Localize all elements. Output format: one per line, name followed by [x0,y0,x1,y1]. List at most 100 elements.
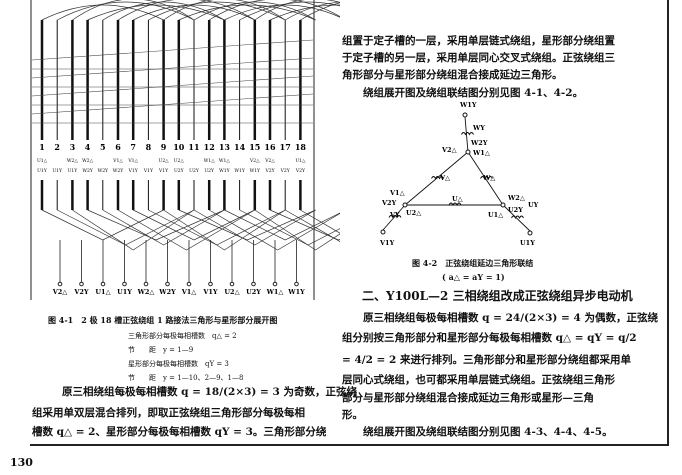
connection-wire [31,57,314,79]
right-paragraph-line: 组分别按三角形部分和星形部分每极每相槽数 q△ = qY = q/2 [342,332,637,344]
coil-end-bottom [102,209,225,246]
star-label: W1Y [219,168,230,174]
terminal-circle [294,281,299,287]
coil-end-top [148,1,286,21]
delta-v-branch [404,151,469,206]
label-w2y: W2Y [470,139,488,147]
label-vd: V△ [439,174,450,182]
slot-number: 16 [264,142,276,152]
coil-end-top [72,0,195,21]
slot-number: 4 [85,142,91,152]
star-w-branch-coil-icon [461,132,474,136]
section-heading: 二、Y100L—2 三相绕组改成正弦绕组异步电动机 [362,289,633,303]
slot-number: 9 [161,142,167,152]
delta-w-branch [467,151,504,206]
terminal-label: U1Y [117,288,132,296]
star-u-branch-coil-icon [511,215,524,220]
left-paragraph-line: 组采用单双层混合排列，即取正弦绕组三角形部分每极每相 [32,407,305,419]
label-u1y: U1Y [520,239,535,247]
slot-number: 8 [146,142,152,152]
star-label: V2Y [295,168,306,174]
label-uy: UY [528,201,539,209]
terminal-circle [79,281,84,287]
delta-label: V1△ [127,158,138,164]
star-v-branch [382,204,406,231]
slot-number: 7 [130,142,136,152]
terminal-circle [380,229,386,235]
connection-wire [31,93,314,115]
coil-end-top [224,4,340,21]
coil-end-top [41,4,164,21]
star-label: U1Y [37,168,48,174]
coil-end-bottom [254,209,340,251]
terminal-label: U2△ [224,288,239,296]
connection-wire [31,39,314,61]
slot-number: 14 [234,142,246,152]
star-label: W2Y [98,168,109,174]
terminal-label: W1△ [266,288,284,296]
figure-4-2-subcaption: ( a△ = aY = 1) [442,272,505,282]
right-paragraph-line: 绕组展开图及绕组联结图分别见图 4-1、4-2。 [342,87,584,99]
coil-end-top [163,0,286,21]
label-wd: W△ [482,174,495,182]
coil-end-bottom [193,209,316,246]
coil-end-top [133,4,255,21]
star-label: W2Y [82,168,93,174]
coil-end-top [300,2,340,21]
right-paragraph-line: 绕组展开图及绕组联结图分别见图 4-3、4-4、4-5。 [342,426,613,438]
delta-label: U1△ [37,158,48,164]
terminal-circle [272,281,278,287]
slot-number: 1 [39,142,45,152]
coil-end-top [269,4,340,21]
figure-4-1-caption: 图 4-1 2 极 18 槽正弦绕组 1 路接法三角形与星形部分展开图 [48,315,278,325]
slot-number: 15 [249,142,260,152]
star-u-branch [502,204,531,232]
coil-end-top [178,4,316,21]
winding-development-diagram: 1U1△U1Y2U1Y3W2△U1Y4W2△W2Y5W2Y6V1△W2Y7V1△… [30,0,340,300]
left-paragraph-line: 槽数 q△ = 2、星形部分每极每相槽数 qY = 3。三角形部分绕 [32,426,327,438]
terminal-circle [122,281,127,287]
terminal-circle [251,281,256,287]
slot-number: 2 [54,142,60,152]
terminal-label: V1△ [181,288,197,296]
slot-number: 12 [204,142,215,152]
coil-end-bottom [269,209,340,241]
label-u1d: U1△ [488,211,503,219]
label-vy: VY [389,211,400,219]
star-label: V1Y [143,168,154,174]
star-label: U1Y [52,168,63,174]
label-wy: WY [472,124,485,132]
page-number: 130 [10,456,33,469]
star-label: V1Y [128,168,139,174]
terminal-circle [500,202,506,208]
star-label: V2Y [264,168,275,174]
right-paragraph-line: 部分与星形部分绕组混合接成延边三角形或星形—三角 [342,392,594,404]
label-v1y: V1Y [380,239,395,247]
delta-label: W2△ [67,158,78,164]
delta-label: W1△ [204,158,215,164]
terminal-label: W2△ [137,288,155,296]
coil-end-top [57,1,195,21]
right-paragraph-line: 于定子槽的另一层，采用单层同心交叉式绕组。正弦绕组三 [342,52,615,64]
label-v1d: V1△ [389,189,405,197]
slot-number: 10 [173,142,185,152]
star-label: V1Y [158,168,169,174]
right-paragraph-line: = 4/2 = 2 来进行排列。三角形部分和星形部分绕组都采用单 [342,354,631,366]
slot-number: 11 [188,142,199,152]
delta-label: U1△ [295,158,306,164]
coil-end-top [193,1,316,21]
terminal-circle [208,281,213,287]
coil-end-top [254,0,340,21]
connection-wire [31,75,314,97]
right-paragraph-line: 组置于定子槽的一层，采用单层链式绕组，星形部分绕组置 [342,35,615,47]
delta-w-branch-coil-icon [480,176,493,180]
terminal-label: V2△ [52,288,68,296]
left-paragraph-line: 原三相绕组每极每相槽数 q = 18/(2×3) = 3 为奇数，正弦绕 [62,386,357,398]
delta-label: W1△ [219,158,230,164]
right-paragraph-line: 角形部分与星形部分绕组混合接成延边三角形。 [342,69,563,81]
star-label: U2Y [204,168,215,174]
terminal-label: V1Y [202,288,218,296]
page-border-bottom [30,444,669,446]
coil-end-top [239,1,340,21]
